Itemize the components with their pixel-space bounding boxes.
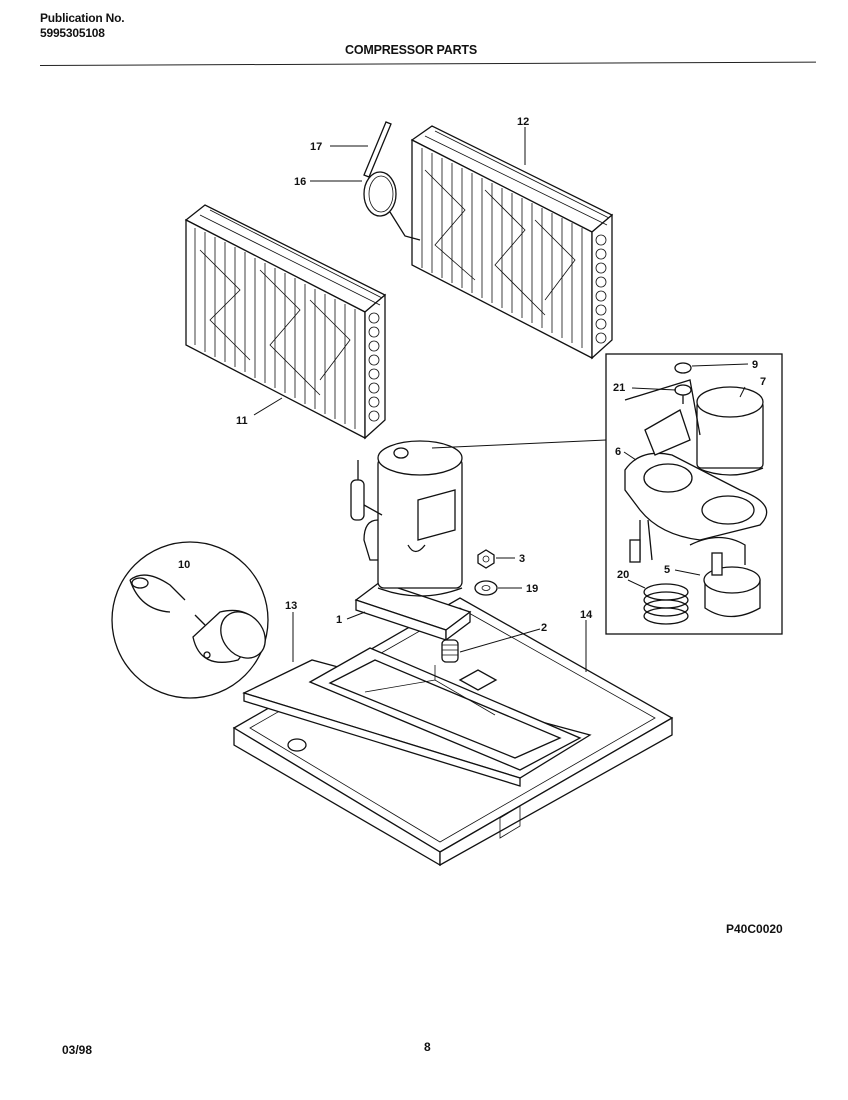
washer-19 (474, 580, 498, 596)
callout-16: 16 (294, 176, 306, 188)
callout-14: 14 (580, 609, 593, 621)
callout-20: 20 (617, 569, 629, 581)
page-number: 8 (424, 1040, 431, 1054)
callout-19: 19 (526, 583, 538, 595)
callout-13: 13 (285, 600, 297, 612)
callout-6: 6 (615, 446, 621, 458)
callout-12: 12 (517, 116, 529, 128)
detail-circle-10 (111, 541, 269, 699)
leader-lines (253, 127, 749, 672)
callout-3: 3 (519, 553, 525, 565)
nut-3 (477, 549, 495, 569)
publication-number: 5995305108 (40, 26, 105, 40)
coil-11 (184, 204, 387, 440)
coil-12 (410, 125, 614, 360)
callout-5: 5 (664, 564, 670, 576)
drawing-number: P40C0020 (726, 922, 783, 936)
revision-date: 03/98 (62, 1043, 93, 1057)
publication-label: Publication No. (40, 11, 125, 25)
callout-7: 7 (760, 376, 766, 388)
shroud-13 (242, 647, 592, 787)
callout-17: 17 (310, 141, 322, 153)
thermostat-sensor (363, 121, 421, 241)
detail-box-electrical (605, 353, 783, 635)
callout-21: 21 (613, 382, 625, 394)
callout-11: 11 (236, 415, 248, 427)
callout-10: 10 (178, 559, 190, 571)
page-title: COMPRESSOR PARTS (345, 43, 477, 57)
callout-2: 2 (541, 622, 547, 634)
compressor-1 (350, 440, 472, 663)
callout-1: 1 (336, 614, 342, 626)
callout-9: 9 (752, 359, 758, 371)
callout-labels: 17 16 12 11 9 21 7 6 10 3 19 5 20 13 14 … (178, 116, 766, 634)
